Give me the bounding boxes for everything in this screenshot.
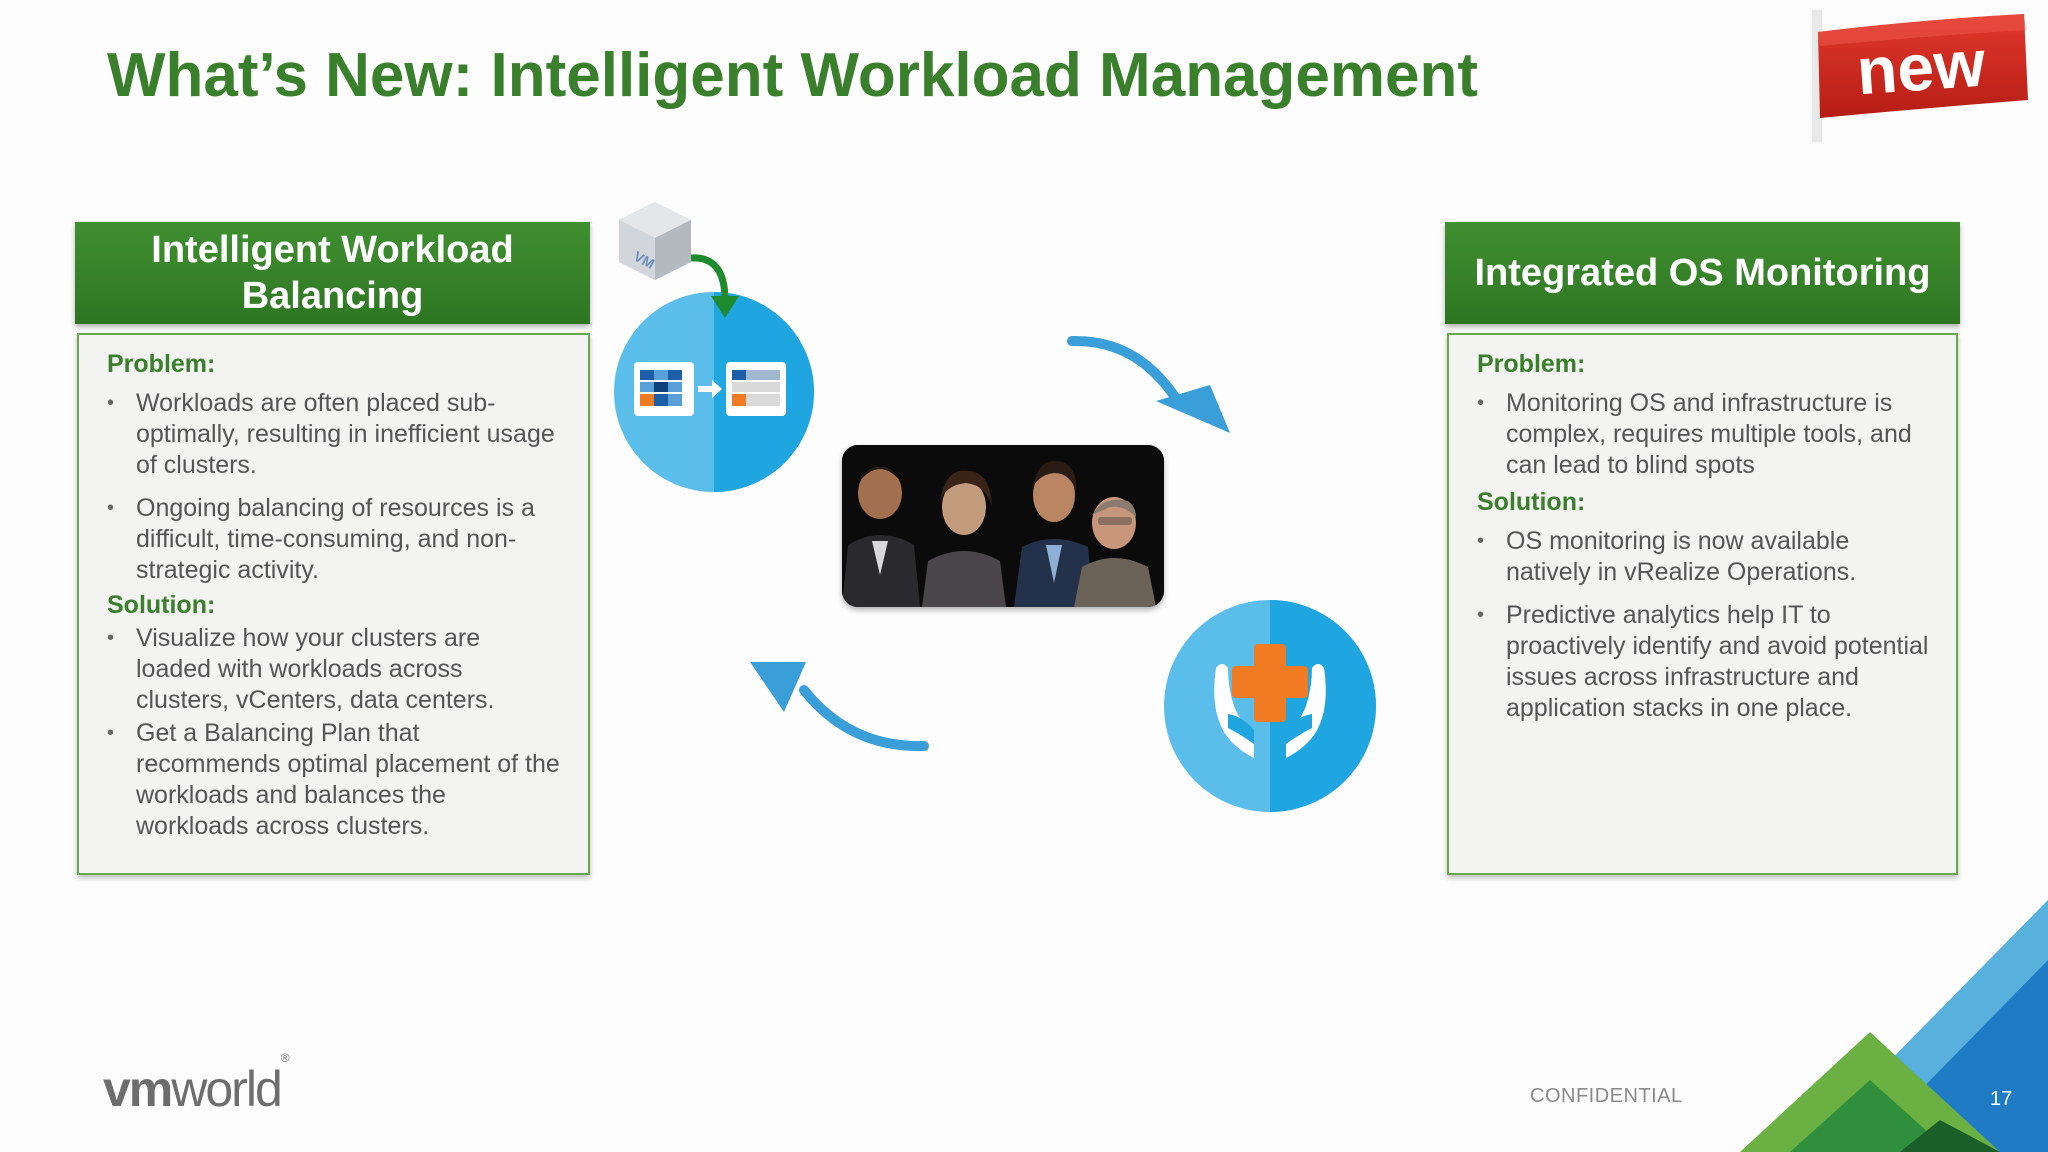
logo-vm-text: vm	[103, 1061, 173, 1117]
list-item: Predictive analytics help IT to proactiv…	[1477, 600, 1930, 724]
os-monitoring-health-icon	[1164, 600, 1376, 812]
cycle-arrow-top-icon	[1067, 335, 1230, 433]
right-problem-list: Monitoring OS and infrastructure is comp…	[1477, 388, 1930, 481]
list-item: Monitoring OS and infrastructure is comp…	[1477, 388, 1930, 481]
workload-balancing-icon	[614, 292, 814, 492]
logo-world-text: world	[171, 1061, 282, 1117]
new-badge: new	[1812, 10, 2028, 142]
right-solution-label: Solution:	[1477, 488, 1586, 516]
list-item: OS monitoring is now available natively …	[1477, 526, 1930, 588]
green-curved-arrow-icon	[690, 254, 739, 318]
new-badge-text: new	[1854, 26, 1988, 109]
slide-title: What’s New: Intelligent Workload Managem…	[107, 41, 1479, 110]
right-problem-label: Problem:	[1477, 350, 1586, 378]
left-panel-header: Intelligent Workload Balancing	[75, 222, 590, 324]
left-solution-list: Visualize how your clusters are loaded w…	[107, 623, 562, 842]
page-number: 17	[1990, 1088, 2013, 1110]
cycle-arrow-bottom-icon	[750, 662, 929, 752]
right-solution-list: OS monitoring is now available natively …	[1477, 526, 1930, 724]
left-problem-list: Workloads are often placed sub-optimally…	[107, 388, 562, 586]
list-item: Get a Balancing Plan that recommends opt…	[107, 718, 562, 842]
left-problem-label: Problem:	[107, 350, 216, 378]
corner-decoration	[1740, 900, 2048, 1152]
list-item: Visualize how your clusters are loaded w…	[107, 623, 562, 716]
right-panel-body: Problem: Monitoring OS and infrastructur…	[1447, 333, 1958, 875]
left-panel-body: Problem: Workloads are often placed sub-…	[77, 333, 590, 875]
vm-cube-icon: VM	[619, 202, 691, 280]
left-solution-label: Solution:	[107, 591, 216, 619]
vmworld-logo: vmworld®	[103, 1051, 290, 1118]
list-item: Ongoing balancing of resources is a diff…	[107, 493, 562, 586]
right-panel-header: Integrated OS Monitoring	[1445, 222, 1960, 324]
logo-registered-mark: ®	[280, 1051, 290, 1066]
list-item: Workloads are often placed sub-optimally…	[107, 388, 562, 481]
team-photo	[842, 445, 1164, 607]
confidential-label: CONFIDENTIAL	[1530, 1085, 1683, 1107]
